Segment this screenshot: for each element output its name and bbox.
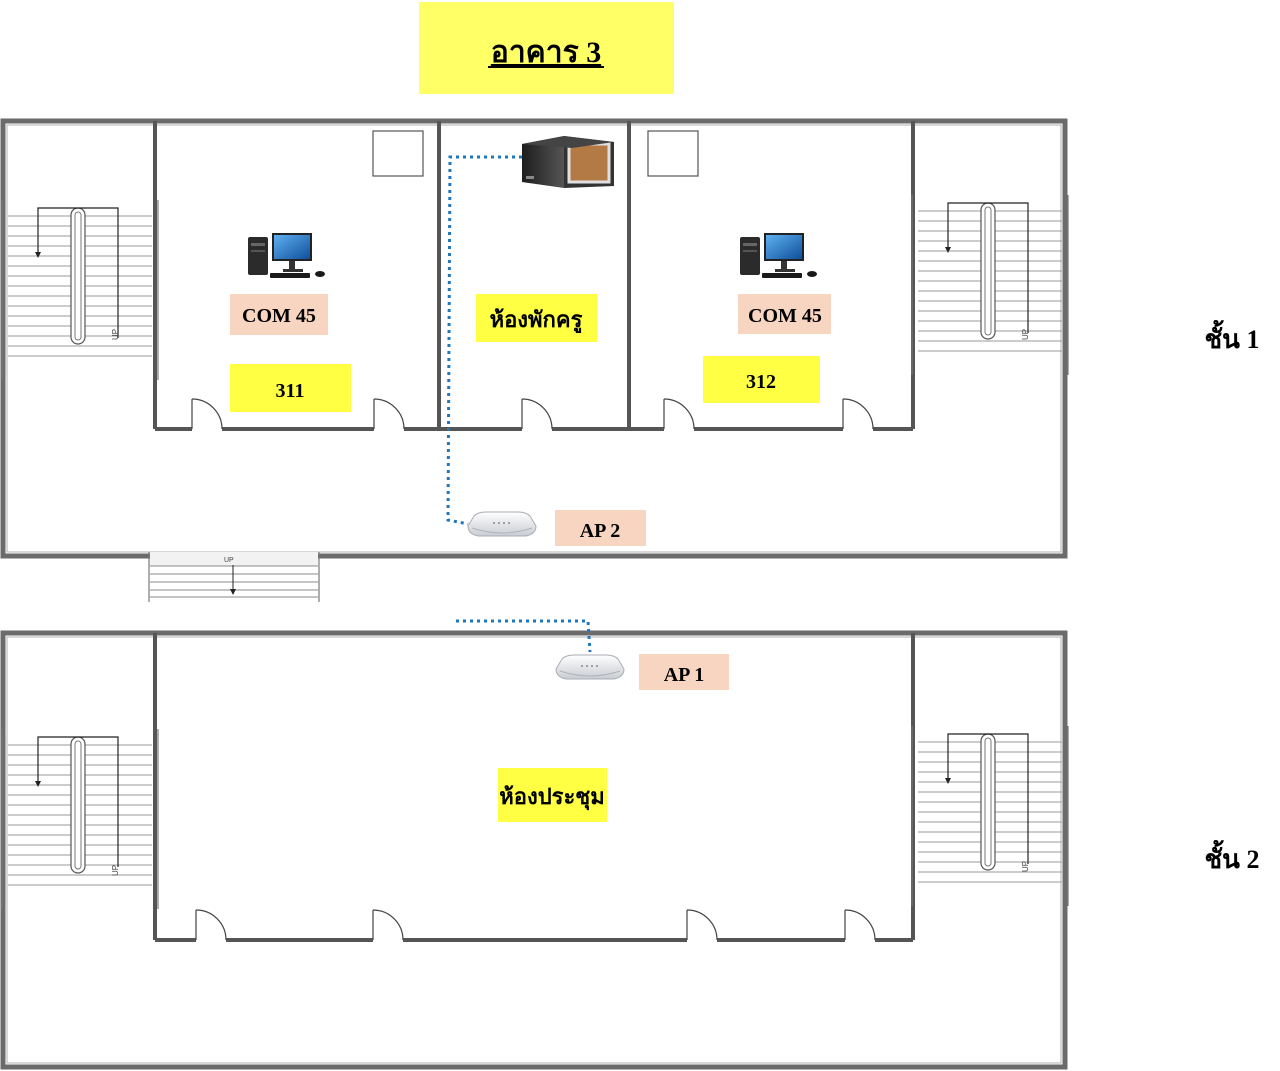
floor-1: UP UP COM 45 311 ห้องพักครู COM 45 312 <box>0 118 1260 559</box>
svg-text:UP: UP <box>111 865 120 876</box>
svg-text:UP: UP <box>1021 861 1030 872</box>
floor-2: UP UP AP 1 ห้องประชุม ชั้น 2 <box>0 619 1260 1070</box>
staff-room-label: ห้องพักครู <box>490 307 583 334</box>
floor-2-label: ชั้น 2 <box>1205 839 1260 874</box>
network-cable <box>446 155 522 526</box>
entrance-stair-icon: UP <box>148 552 320 602</box>
meeting-room-label: ห้องประชุม <box>499 784 605 811</box>
room-312-computers: COM 45 <box>748 305 822 327</box>
staircase-icon <box>1 728 159 910</box>
wireless-access-point-icon <box>467 511 537 537</box>
room-312-number: 312 <box>746 371 776 393</box>
wireless-access-point-icon <box>555 654 625 680</box>
door-icon <box>191 398 874 430</box>
staircase-icon <box>911 194 1069 376</box>
svg-text:UP: UP <box>224 557 234 564</box>
building-title: อาคาร 3 <box>491 36 601 69</box>
building-title-box <box>419 2 674 94</box>
ap-1-label: AP 1 <box>664 664 705 686</box>
svg-text:UP: UP <box>1021 329 1030 340</box>
door-icon <box>195 909 876 941</box>
desktop-computer-icon <box>248 233 325 278</box>
room-311-number: 311 <box>276 380 305 402</box>
desktop-computer-icon <box>740 233 817 278</box>
network-cabinet-icon <box>522 136 614 188</box>
floor-1-label: ชั้น 1 <box>1205 319 1260 354</box>
ap-2-label: AP 2 <box>580 520 621 542</box>
network-cable <box>456 619 592 653</box>
staircase-icon <box>1 199 159 381</box>
staircase-icon <box>911 725 1069 907</box>
stair-up-mark: UP <box>111 329 120 340</box>
room-311-computers: COM 45 <box>242 305 316 327</box>
